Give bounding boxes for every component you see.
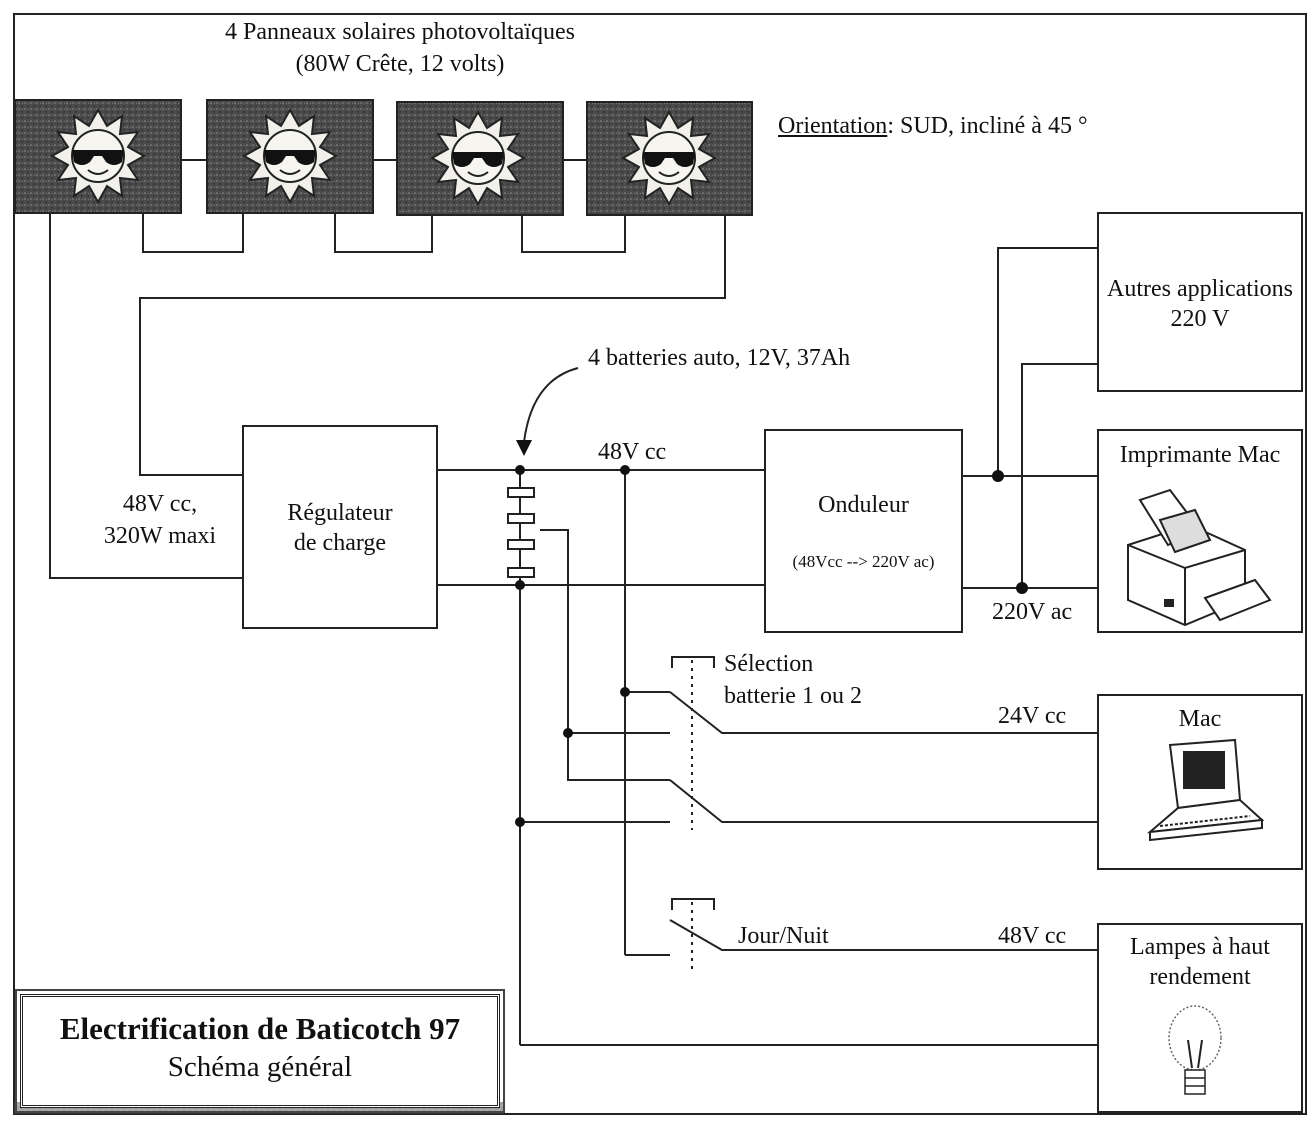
lamps-voltage-label: 48V cc <box>998 923 1067 949</box>
solar-panel-4 <box>586 101 753 216</box>
solar-panel-2 <box>206 99 374 214</box>
inverter-title: Onduleur <box>818 492 909 518</box>
other-apps-label: Autres applications 220 V <box>1098 274 1302 334</box>
inverter-box <box>764 429 963 633</box>
orientation-value: : SUD, incliné à 45 ° <box>887 113 1088 139</box>
regulator-line1: Régulateur <box>287 500 393 526</box>
panels-title-line2: (80W Crête, 12 volts) <box>295 51 505 77</box>
wires <box>49 159 1098 1046</box>
arrow-head <box>516 440 532 456</box>
solar-panel-1 <box>14 99 182 214</box>
inverter-subtitle: (48Vcc --> 220V ac) <box>792 552 935 571</box>
printer-label: Imprimante Mac <box>1119 442 1281 468</box>
lightbulb-icon <box>1168 1005 1222 1095</box>
regulator-box <box>242 425 438 629</box>
inverter-output-label: 220V ac <box>992 599 1073 625</box>
lamps-line1: Lampes à haut <box>1130 934 1270 960</box>
input-spec-line1: 48V cc, <box>122 491 198 517</box>
orientation-label: Orientation <box>778 113 888 139</box>
batteries-label: 4 batteries auto, 12V, 37Ah <box>588 345 851 371</box>
orientation-text: Orientation: SUD, incliné à 45 ° <box>778 112 1088 141</box>
other-apps-box <box>1097 212 1303 392</box>
printer-icon <box>1127 488 1272 627</box>
other-apps-line1: Autres applications <box>1107 276 1293 302</box>
selection-line1: Sélection <box>724 651 814 677</box>
outer-frame <box>13 13 1307 1115</box>
lamps-line2: rendement <box>1149 964 1251 990</box>
bus-voltage-label: 48V cc <box>598 439 667 465</box>
diagram-title: Electrification de Baticotch 97 <box>59 1011 461 1046</box>
selection-line2: batterie 1 ou 2 <box>724 683 862 709</box>
diagram-subtitle: Schéma général <box>167 1051 353 1083</box>
junctions <box>515 465 1028 827</box>
mac-label: Mac <box>1178 706 1222 732</box>
solar-panel-3 <box>396 101 564 216</box>
panels-title-line1: 4 Panneaux solaires photovoltaïques <box>225 19 575 45</box>
lamps-label: Lampes à haut rendement <box>1098 932 1302 992</box>
input-spec-line2: 320W maxi <box>103 523 217 549</box>
regulator-line2: de charge <box>293 530 387 556</box>
mac-voltage-label: 24V cc <box>998 703 1067 729</box>
title-block: Electrification de Baticotch 97 Schéma g… <box>15 989 505 1113</box>
regulator-label: Régulateur de charge <box>243 498 437 558</box>
other-apps-line2: 220 V <box>1170 306 1230 332</box>
daynight-label: Jour/Nuit <box>738 923 829 949</box>
battery-stack <box>507 487 535 578</box>
laptop-icon <box>1146 738 1265 842</box>
